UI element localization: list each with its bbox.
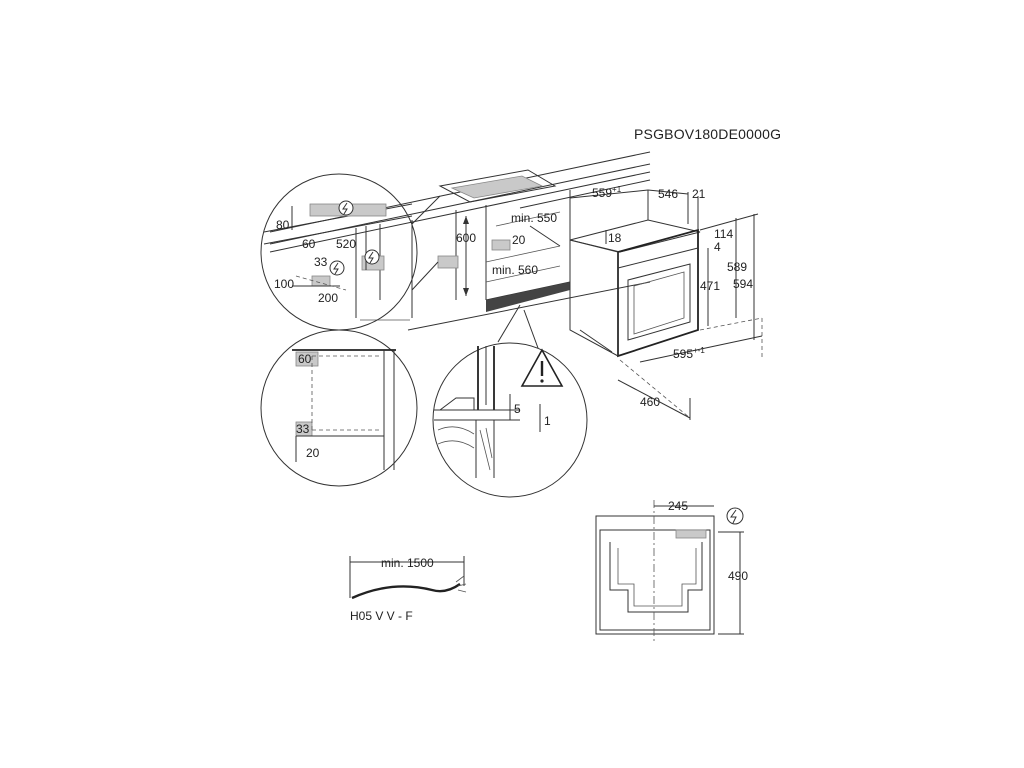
dim-595: 595+-1: [673, 346, 705, 361]
dim-100: 100: [274, 277, 294, 291]
dim-20b: 20: [306, 446, 320, 460]
dim-18: 18: [608, 231, 622, 245]
dim-min-560: min. 560: [492, 263, 538, 277]
dim-20a: 20: [512, 233, 526, 247]
dim-80: 80: [276, 218, 290, 232]
oven-3d: 559+1 546 21 18 114 4 589 594 471 595+-1…: [569, 185, 763, 420]
dim-245: 245: [668, 499, 688, 513]
dim-559: 559+1: [592, 185, 622, 200]
oven-back-view: 245 490: [595, 499, 748, 644]
power-cable: min. 1500 H05 V V - F: [349, 556, 467, 623]
warning-triangle-icon: [520, 348, 564, 387]
detail-circle-socket: 80 60 520 33 100 200: [260, 173, 418, 331]
electric-connection-icon: [338, 200, 354, 216]
dim-33b: 33: [296, 422, 310, 436]
electric-connection-icon: [364, 249, 380, 265]
dim-490: 490: [728, 569, 748, 583]
dim-200: 200: [318, 291, 338, 305]
dim-546: 546: [658, 187, 678, 201]
dim-594: 594: [733, 277, 753, 291]
detail-circle-gaps: 60 33 20: [260, 329, 418, 487]
kitchen-cabinet: 600 min. 550 20 min. 560: [269, 151, 651, 349]
dim-589: 589: [727, 260, 747, 274]
dim-460: 460: [640, 395, 660, 409]
dim-min-1500: min. 1500: [381, 556, 434, 570]
dim-600: 600: [456, 231, 476, 245]
cable-type-label: H05 V V - F: [350, 609, 413, 623]
dim-1: 1: [544, 414, 551, 428]
dim-21: 21: [692, 187, 706, 201]
dim-114: 114: [714, 227, 733, 241]
dim-60a: 60: [302, 237, 316, 251]
dim-5: 5: [514, 402, 521, 416]
dim-520: 520: [336, 237, 356, 251]
detail-circle-plinth: 5 1: [432, 342, 588, 498]
dim-min-550: min. 550: [511, 211, 557, 225]
electric-connection-icon: [329, 260, 345, 276]
dim-33a: 33: [314, 255, 328, 269]
dim-471: 471: [700, 279, 720, 293]
electric-connection-icon: [726, 507, 744, 525]
dim-60b: 60: [298, 352, 312, 366]
dim-4: 4: [714, 240, 721, 254]
model-code: PSGBOV180DE0000G: [634, 126, 782, 142]
